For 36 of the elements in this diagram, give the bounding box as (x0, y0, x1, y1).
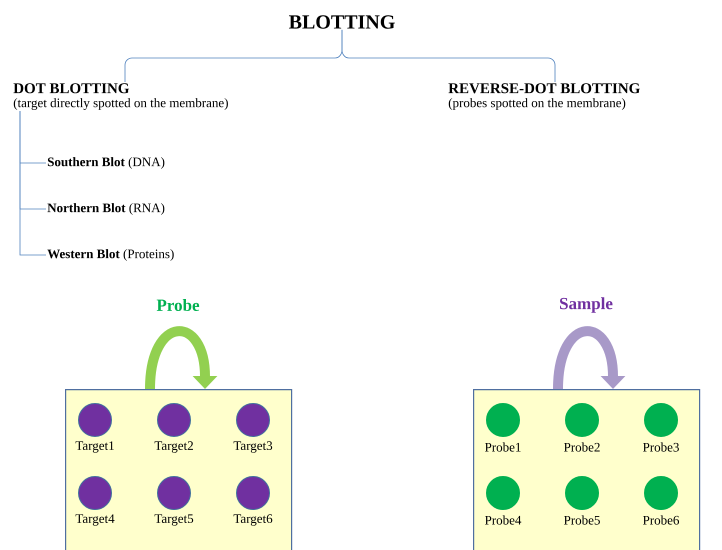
dot-label: Target3 (234, 441, 272, 453)
category-heading: DOT BLOTTING (target directly spotted on the membrane) (13, 83, 228, 110)
dot-label: Probe3 (642, 442, 679, 452)
dot-label: Target5 (154, 514, 194, 526)
dot-label: Probe5 (564, 515, 600, 525)
dot-label: Target4 (76, 514, 114, 526)
curved-arrow (145, 326, 218, 390)
edge-label: Probe (156, 299, 200, 311)
list-item: Western Blot (Proteins) (47, 249, 174, 261)
dot-label: Probe1 (484, 442, 521, 452)
dot-label: Target6 (234, 514, 272, 526)
brace-line (342, 30, 556, 82)
dot (644, 476, 678, 510)
heading: BLOTTING (288, 15, 395, 29)
tree-line (20, 110, 46, 256)
dot-label: Target2 (154, 441, 193, 453)
dot-label: Probe4 (484, 515, 522, 525)
dot (236, 403, 270, 437)
dot (486, 476, 520, 510)
category-heading: REVERSE-DOT BLOTTING (probes spotted on the membrane) (448, 83, 640, 110)
curved-arrow (553, 326, 626, 390)
list-item: Northern Blot (RNA) (47, 203, 164, 215)
dot-label: Probe6 (642, 515, 680, 525)
dot (565, 476, 599, 510)
dot (486, 403, 520, 437)
dot (644, 403, 678, 437)
dot (157, 403, 191, 437)
list-item: Southern Blot (DNA) (48, 157, 164, 169)
edge-label: Sample (560, 297, 612, 313)
dot-label: Probe2 (564, 442, 600, 452)
dot (157, 476, 191, 510)
dot (236, 476, 270, 510)
dot (565, 403, 599, 437)
dot-label: Target1 (76, 441, 114, 453)
dot (78, 403, 112, 437)
dot (78, 476, 112, 510)
